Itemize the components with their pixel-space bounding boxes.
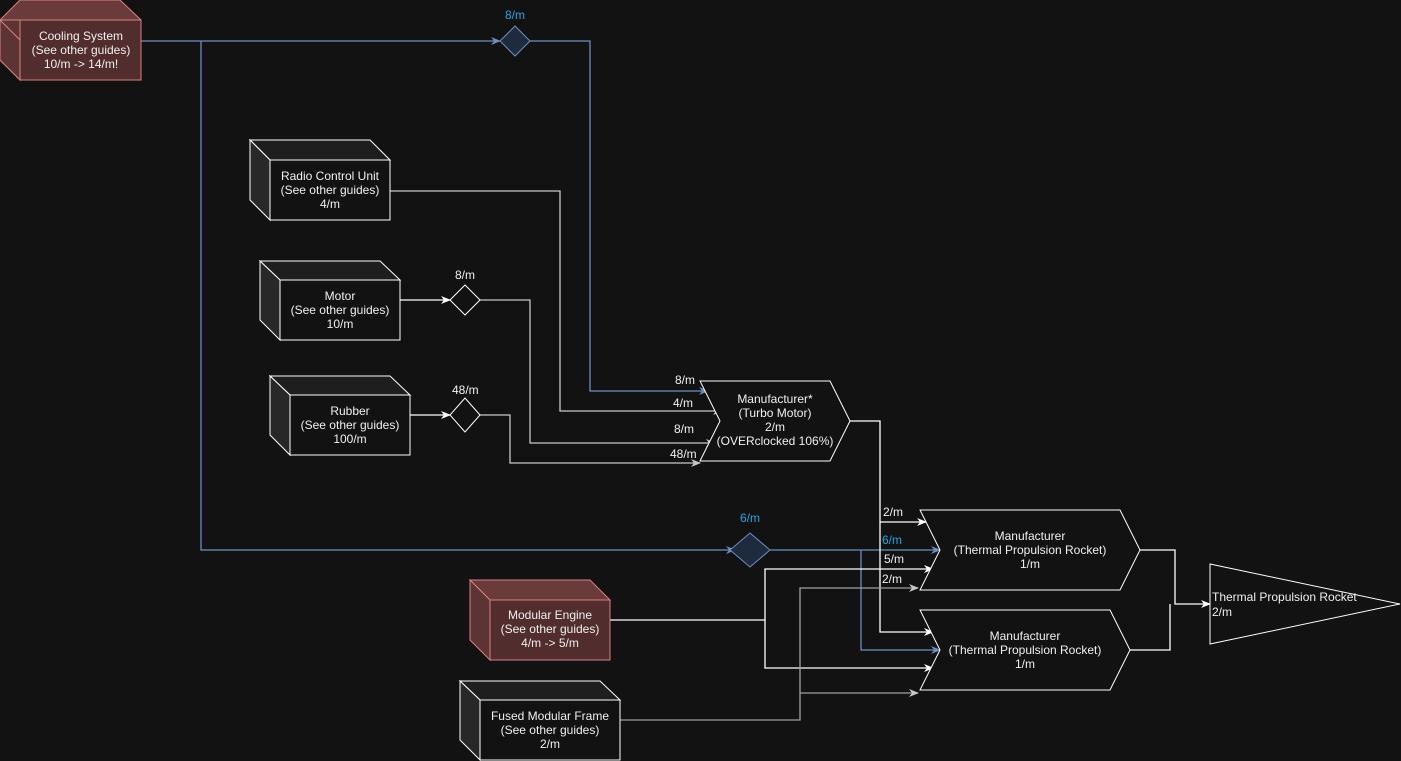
edge-motor-splitter-to-turbo: [480, 299, 716, 447]
source-modular-engine[interactable]: Modular Engine (See other guides) 4/m ->…: [468, 578, 612, 662]
edge-rocket2-to-output: [1130, 604, 1171, 651]
source-cooling-system[interactable]: Cooling System (See other guides) 10/m -…: [0, 0, 142, 82]
splitter-motor-label: 8/m: [455, 268, 475, 282]
edge-turbo-to-rocket2: [879, 522, 934, 636]
rocket1-input-label-frame: 2/m: [882, 572, 902, 586]
engine-line-1: Modular Engine: [508, 608, 592, 622]
rocket1-line-1: Manufacturer: [995, 529, 1066, 543]
splitter-cooling-bottom-label: 6/m: [740, 511, 760, 525]
edge-cooling-to-splitter-bottom: [200, 41, 736, 554]
frame-line-3: 2/m: [540, 737, 560, 751]
edge-engine-to-rocket1: [610, 565, 934, 621]
cooling-line-2: (See other guides): [32, 43, 131, 57]
rocket2-line-1: Manufacturer: [990, 629, 1061, 643]
engine-line-3: 4/m -> 5/m: [521, 636, 579, 650]
manufacturer-thermal-rocket-2[interactable]: Manufacturer (Thermal Propulsion Rocket)…: [919, 609, 1131, 691]
edge-rocket1-to-output: [1140, 549, 1211, 608]
rocket1-input-label-cooling: 6/m: [882, 533, 902, 547]
edge-engine-to-rocket2: [764, 620, 934, 672]
splitter-motor[interactable]: 8/m: [449, 268, 481, 316]
source-motor[interactable]: Motor (See other guides) 10/m: [258, 259, 402, 342]
edge-rubber-splitter-to-turbo: [480, 414, 701, 467]
cooling-line-3: 10/m -> 14/m!: [44, 57, 118, 71]
rubber-line-2: (See other guides): [301, 418, 400, 432]
motor-line-1: Motor: [325, 289, 356, 303]
turbo-line-4: (OVERclocked 106%): [717, 434, 834, 448]
output-thermal-propulsion-rocket[interactable]: Thermal Propulsion Rocket 2/m: [1209, 563, 1401, 645]
turbo-line-3: 2/m: [765, 420, 785, 434]
splitter-cooling-top[interactable]: 8/m: [499, 8, 531, 57]
splitter-cooling-bottom[interactable]: 6/m: [729, 511, 771, 568]
radio-line-1: Radio Control Unit: [281, 169, 380, 183]
edge-frame-to-rocket1: [620, 584, 919, 721]
turbo-input-label-motor: 8/m: [674, 422, 694, 436]
rocket2-line-2: (Thermal Propulsion Rocket): [949, 643, 1102, 657]
motor-line-3: 10/m: [327, 317, 354, 331]
manufacturer-thermal-rocket-1[interactable]: Manufacturer (Thermal Propulsion Rocket)…: [919, 509, 1141, 591]
turbo-input-label-cooling: 8/m: [675, 373, 695, 387]
rocket1-input-label-engine: 5/m: [884, 552, 904, 566]
rubber-line-1: Rubber: [330, 404, 369, 418]
rocket2-line-3: 1/m: [1015, 657, 1035, 671]
rubber-line-3: 100/m: [333, 432, 366, 446]
frame-line-1: Fused Modular Frame: [491, 709, 609, 723]
motor-line-2: (See other guides): [291, 303, 390, 317]
splitter-rubber[interactable]: 48/m: [449, 383, 481, 433]
edge-splitter-top-to-turbo: [530, 40, 709, 395]
engine-line-2: (See other guides): [501, 622, 600, 636]
splitter-rubber-label: 48/m: [452, 383, 479, 397]
radio-line-3: 4/m: [320, 197, 340, 211]
cooling-line-1: Cooling System: [39, 29, 123, 43]
turbo-line-1: Manufacturer*: [737, 392, 813, 406]
rocket1-input-label-turbo: 2/m: [883, 505, 903, 519]
turbo-input-label-radio: 4/m: [673, 396, 693, 410]
edge-turbo-to-rocket1: [850, 420, 927, 526]
edge-radio-to-turbo: [390, 190, 723, 415]
turbo-input-label-rubber: 48/m: [670, 447, 697, 461]
frame-line-2: (See other guides): [501, 723, 600, 737]
output-rate: 2/m: [1212, 605, 1232, 619]
splitter-cooling-top-label: 8/m: [505, 8, 525, 22]
radio-line-2: (See other guides): [281, 183, 380, 197]
rocket1-line-3: 1/m: [1020, 557, 1040, 571]
output-title: Thermal Propulsion Rocket: [1212, 590, 1357, 604]
source-rubber[interactable]: Rubber (See other guides) 100/m: [268, 374, 412, 457]
source-fused-modular-frame[interactable]: Fused Modular Frame (See other guides) 2…: [458, 679, 622, 761]
edge-splitter-bottom-to-rocket2: [860, 550, 941, 654]
rocket1-line-2: (Thermal Propulsion Rocket): [954, 543, 1107, 557]
turbo-line-2: (Turbo Motor): [739, 406, 812, 420]
manufacturer-turbo-motor[interactable]: Manufacturer* (Turbo Motor) 2/m (OVERclo…: [699, 380, 851, 462]
source-radio-control-unit[interactable]: Radio Control Unit (See other guides) 4/…: [248, 138, 392, 222]
